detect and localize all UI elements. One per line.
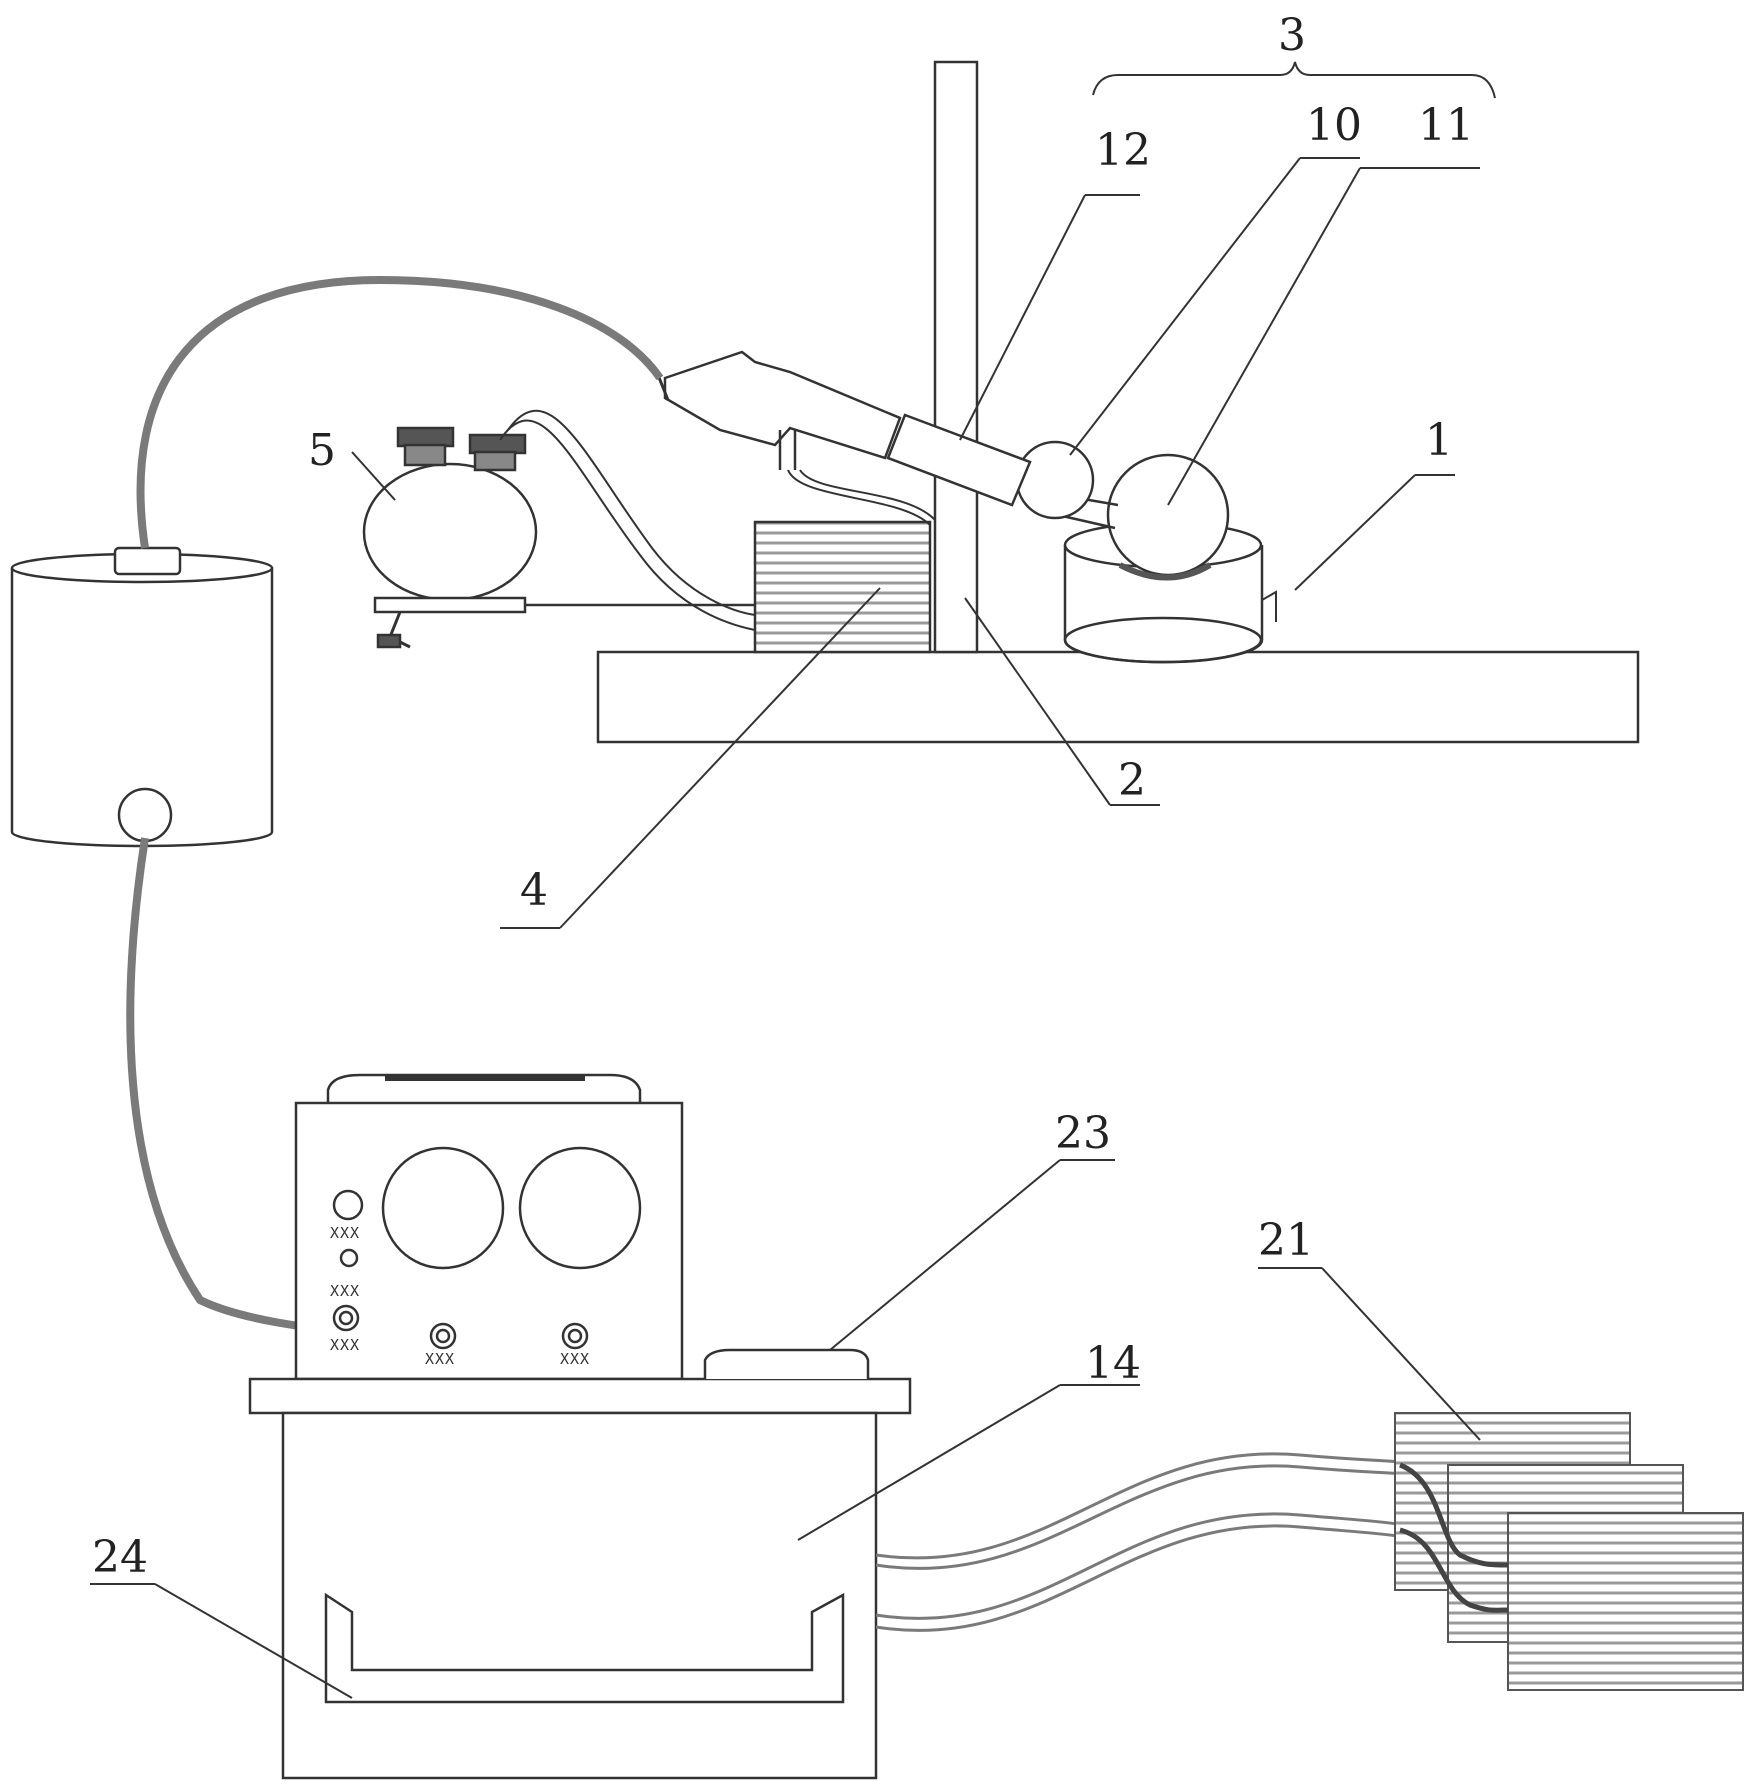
receiving-flask	[364, 428, 755, 647]
tank-lid	[250, 1379, 910, 1413]
water-tank	[283, 1413, 876, 1778]
condenser-assembly	[658, 352, 1118, 528]
flask-hose	[500, 421, 755, 630]
joint-ball	[1017, 442, 1093, 518]
label-21: 21	[1258, 1215, 1314, 1266]
coolant-tank	[12, 548, 272, 846]
lid-knob	[705, 1350, 868, 1379]
control-box	[755, 522, 930, 652]
gauge-right	[520, 1148, 640, 1268]
tank-cap	[115, 548, 180, 574]
tank-outlet	[119, 789, 171, 841]
label-14: 14	[1085, 1338, 1141, 1389]
label-24: 24	[92, 1532, 148, 1583]
switch-top	[334, 1191, 362, 1219]
marking-port-right: XXX	[560, 1350, 590, 1368]
label-11: 11	[1418, 100, 1474, 151]
label-10: 10	[1306, 100, 1362, 151]
label-5: 5	[308, 425, 336, 476]
electrode-plates	[1395, 1413, 1743, 1690]
electrode-plate-3	[1508, 1513, 1743, 1690]
support-rod	[935, 62, 977, 652]
gauge-left	[383, 1148, 503, 1268]
indicator-light	[341, 1250, 357, 1266]
label-2: 2	[1118, 755, 1146, 806]
label-23: 23	[1055, 1108, 1111, 1159]
chiller-unit	[250, 1075, 910, 1778]
label-3: 3	[1278, 10, 1306, 61]
top-apparatus	[364, 62, 1638, 742]
marking-port-left: XXX	[330, 1336, 360, 1354]
base-plate	[598, 652, 1638, 742]
marking-port-middle: XXX	[425, 1350, 455, 1368]
label-4: 4	[520, 865, 548, 916]
cable-bundle	[876, 1454, 1420, 1631]
label-12: 12	[1095, 125, 1151, 176]
rotating-flask	[1108, 455, 1228, 578]
marking-switch: XXX	[330, 1224, 360, 1242]
marking-light: XXX	[330, 1282, 360, 1300]
label-1: 1	[1425, 415, 1453, 466]
